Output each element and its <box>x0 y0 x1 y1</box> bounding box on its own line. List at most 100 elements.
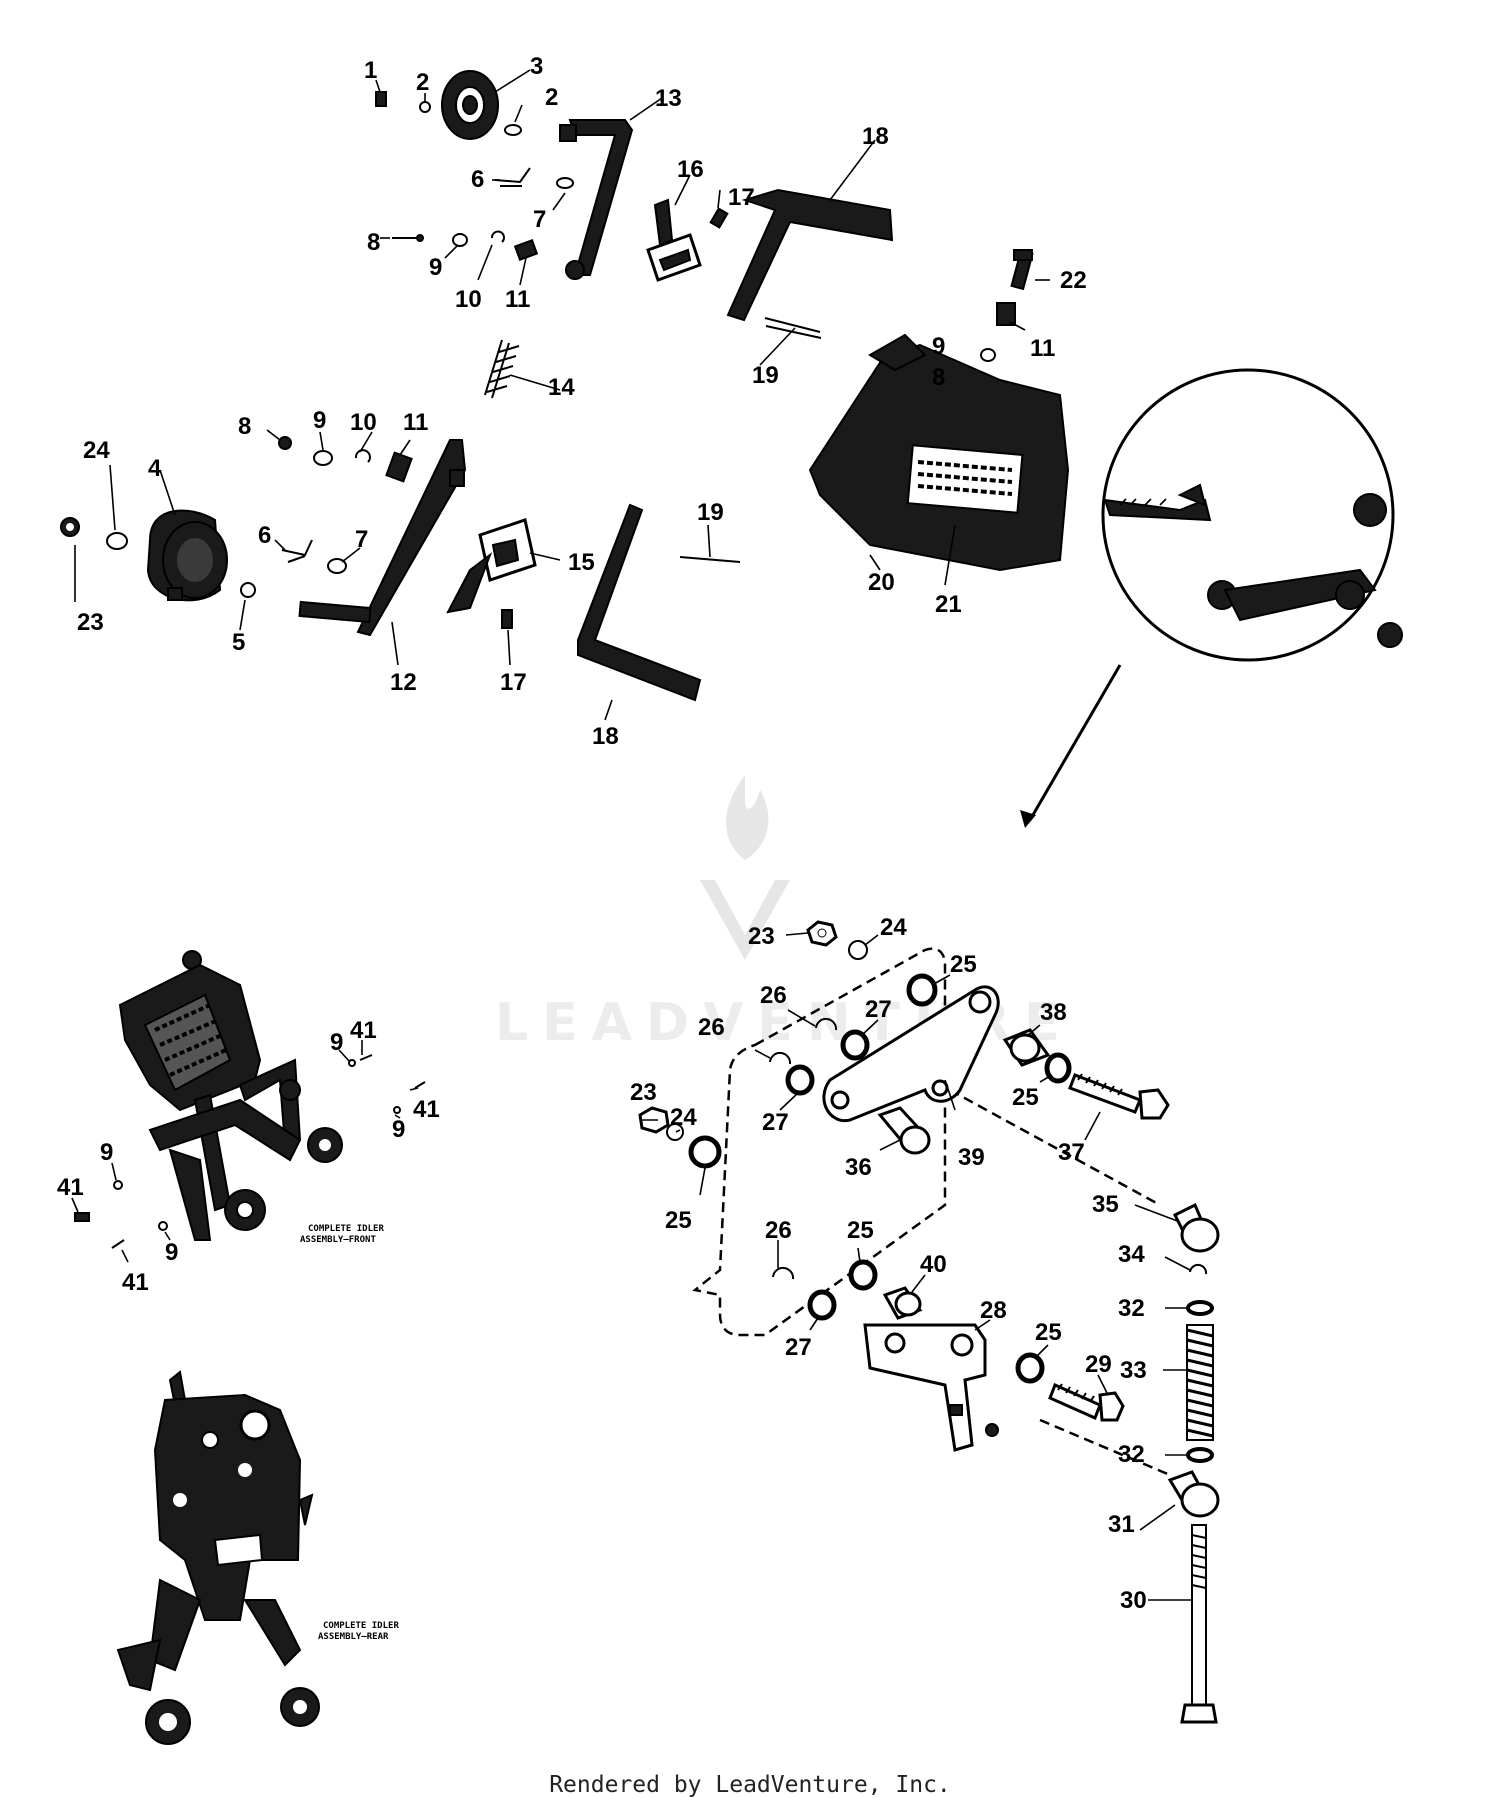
callout-19: 19 <box>752 362 779 389</box>
part-8-pin <box>278 436 292 450</box>
part-22-bolt <box>1010 249 1034 291</box>
callout-11b: 11 <box>1030 335 1055 362</box>
part-14-spring <box>484 339 520 399</box>
part-6-hairpin-clip <box>494 167 531 187</box>
part-27-washer <box>807 1289 837 1321</box>
callout-20: 20 <box>868 569 895 596</box>
callout-13: 13 <box>655 85 682 112</box>
callout-4: 4 <box>148 455 162 482</box>
part-18-rod <box>577 503 702 702</box>
callout-27c: 27 <box>785 1334 812 1361</box>
part-27-washer <box>785 1064 815 1096</box>
part-32-washer <box>1186 1300 1214 1316</box>
part-7-washer <box>556 177 574 189</box>
callout-27b: 27 <box>762 1109 789 1136</box>
callout-25: 25 <box>950 951 977 978</box>
callout-leader-lines <box>74 69 1050 721</box>
callout-36: 36 <box>845 1154 872 1181</box>
part-13-idler-arm <box>559 119 634 280</box>
callout-18: 18 <box>862 123 889 150</box>
part-8-pin <box>392 234 424 242</box>
part-10-e-ring <box>491 230 505 243</box>
detail-leader-lines <box>640 932 1192 1601</box>
callout-40: 40 <box>920 1251 947 1278</box>
callout-15: 15 <box>568 549 595 576</box>
callout-29: 29 <box>1085 1351 1112 1378</box>
callout-31: 31 <box>1108 1511 1135 1538</box>
part-11-bushing <box>513 239 539 261</box>
part-25-washer <box>1015 1352 1045 1384</box>
part-10-e-ring <box>354 449 371 463</box>
part-28-bracket <box>863 1323 999 1452</box>
callout-12: 12 <box>390 669 417 696</box>
part-2-washer <box>419 101 431 113</box>
part-18-rod <box>726 188 894 322</box>
part-29-bolt <box>1048 1382 1125 1422</box>
callout-30: 30 <box>1120 1587 1147 1614</box>
part-23-nut <box>806 920 838 947</box>
callout-41b: 41 <box>413 1096 440 1123</box>
callout-9c: 9 <box>313 407 326 434</box>
callout-39: 39 <box>958 1144 985 1171</box>
callout-1: 1 <box>364 57 377 84</box>
callout-7b: 7 <box>355 526 368 553</box>
callout-25c: 25 <box>665 1207 692 1234</box>
rear-idler-assembly <box>116 1370 320 1745</box>
callout-26b: 26 <box>698 1014 725 1041</box>
part-4-pulley <box>146 509 228 602</box>
callout-23b: 23 <box>748 923 775 950</box>
front-assembly-callouts: 41 9 41 9 9 41 9 41 <box>57 1017 440 1296</box>
part-11-bushing <box>996 302 1016 326</box>
callout-9b: 9 <box>932 333 945 360</box>
part-9-washer <box>980 348 996 362</box>
callout-2b: 2 <box>545 84 558 111</box>
callout-24b: 24 <box>880 914 907 941</box>
part-2-washer <box>504 124 522 136</box>
callout-26c: 26 <box>765 1217 792 1244</box>
part-32-washer <box>1186 1447 1214 1463</box>
part-15-bracket <box>446 518 537 614</box>
part-36-pivot-pin <box>877 1106 931 1155</box>
part-17-bolt <box>501 609 513 629</box>
top-exploded-view <box>60 70 1403 828</box>
callout-9g: 9 <box>165 1239 178 1266</box>
part-20-idler-cover <box>808 333 1070 572</box>
part-31-ferrule <box>1167 1470 1220 1518</box>
caption-rear-line2: ASSEMBLY—REAR <box>318 1632 389 1642</box>
callout-28: 28 <box>980 1297 1007 1324</box>
callout-25b: 25 <box>1012 1084 1039 1111</box>
part-25-washer <box>1044 1052 1072 1084</box>
callout-8c: 8 <box>238 413 251 440</box>
callout-6b: 6 <box>258 522 271 549</box>
callout-17: 17 <box>728 184 755 211</box>
part-7-washer <box>327 558 347 574</box>
pointer-arrow <box>1020 664 1122 828</box>
callout-19b: 19 <box>697 499 724 526</box>
callout-9d: 9 <box>330 1029 343 1056</box>
callout-25e: 25 <box>1035 1319 1062 1346</box>
callout-27: 27 <box>865 996 892 1023</box>
part-24-lockwasher <box>848 940 868 960</box>
callout-26: 26 <box>760 982 787 1009</box>
callout-11: 11 <box>505 286 530 313</box>
part-11-bushing <box>385 451 413 483</box>
part-16-bracket <box>646 198 702 282</box>
part-34-e-ring <box>1189 1263 1208 1275</box>
part-25-washer <box>688 1135 722 1169</box>
part-38-spacer <box>1002 1028 1051 1067</box>
callout-11c: 11 <box>403 409 428 436</box>
callout-8: 8 <box>367 229 380 256</box>
caption-front-line2: ASSEMBLY—FRONT <box>300 1235 376 1245</box>
part-3-pulley <box>441 70 499 140</box>
callout-34: 34 <box>1118 1241 1145 1268</box>
caption-rear-line1: COMPLETE IDLER <box>323 1621 399 1631</box>
part-25-washer <box>906 973 938 1007</box>
part-17-bolt <box>709 207 729 229</box>
callout-3: 3 <box>530 53 543 80</box>
detail-callouts: 23 24 25 26 27 26 38 23 24 27 25 37 39 3… <box>630 914 1147 1614</box>
callout-16: 16 <box>677 156 704 183</box>
part-9-washer <box>452 233 468 247</box>
callout-10b: 10 <box>350 409 377 436</box>
part-19-pin <box>679 556 741 563</box>
